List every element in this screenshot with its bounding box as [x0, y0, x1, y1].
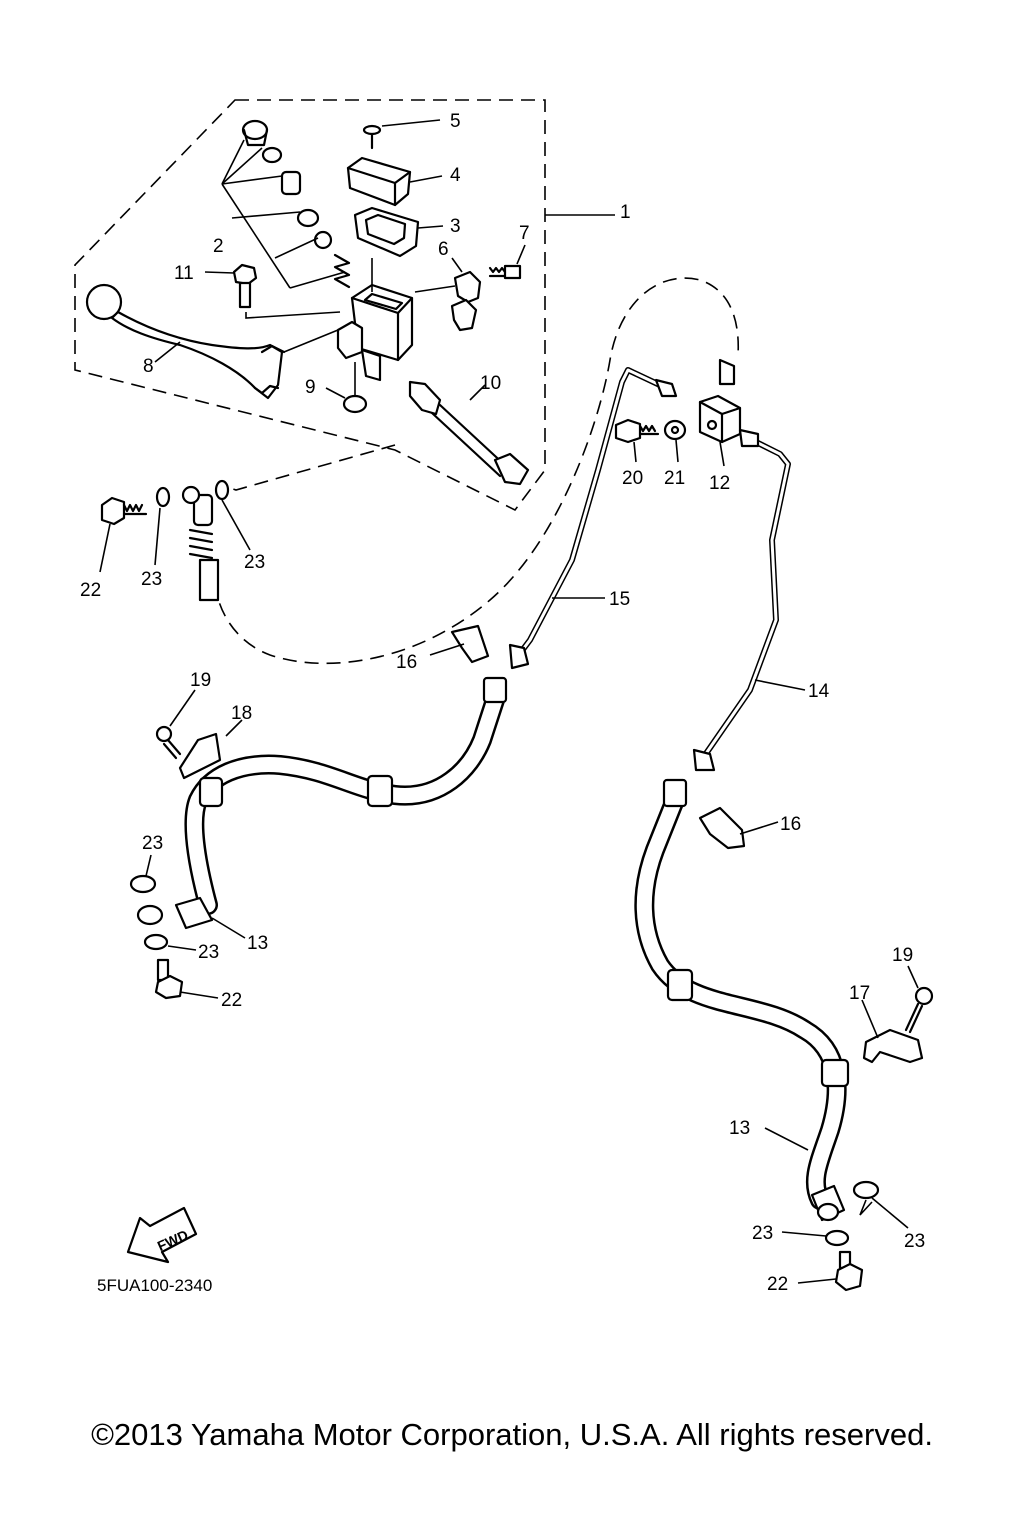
left-brake-hose: [136, 676, 508, 939]
hose-clamp-lower: [698, 806, 779, 850]
joint-bolt: [614, 418, 660, 463]
bracket-bolt-19: [155, 689, 196, 760]
callout-2: 2: [213, 236, 224, 257]
cap-screw: [362, 119, 441, 150]
copyright-notice: ©2013 Yamaha Motor Corporation, U.S.A. A…: [91, 1417, 933, 1452]
diagram-code: 5FUA100-2340: [97, 1276, 212, 1295]
callout-19-b: 19: [892, 945, 913, 966]
callout-19-a: 19: [190, 670, 211, 691]
brake-joint: [698, 394, 742, 467]
master-cylinder-body: [336, 258, 414, 382]
bracket-bolt-19-right: [904, 965, 934, 1034]
callout-10: 10: [480, 373, 501, 394]
callout-14: 14: [808, 681, 830, 702]
callout-12: 12: [709, 473, 730, 494]
brake-switch: [408, 380, 530, 486]
callout-8: 8: [143, 356, 154, 377]
union-bolt-top: [99, 496, 148, 573]
callout-22-b: 22: [221, 990, 242, 1011]
callout-7: 7: [519, 223, 530, 244]
callout-13-a: 13: [247, 933, 268, 954]
callout-23-a: 23: [244, 552, 265, 573]
brake-pipe-15: [508, 358, 736, 670]
hose-bracket-17: [861, 999, 924, 1064]
right-brake-hose: [634, 778, 850, 1222]
piston-kit: [221, 119, 351, 289]
callout-4: 4: [450, 165, 461, 186]
callout-11: 11: [174, 263, 194, 284]
lever-nut: [325, 362, 368, 414]
callout-20: 20: [622, 468, 643, 489]
forward-arrow-icon: FWD: [126, 1206, 198, 1264]
callout-16-b: 16: [780, 814, 801, 835]
callout-17: 17: [849, 983, 870, 1004]
callout-15: 15: [609, 589, 630, 610]
callout-23-f: 23: [904, 1231, 925, 1252]
clamp-holder: [414, 257, 482, 332]
diaphragm: [353, 206, 444, 258]
callout-23-b: 23: [141, 569, 162, 590]
reservoir-cap: [346, 156, 443, 207]
brake-lever: [85, 283, 339, 400]
left-hose-parts: [129, 854, 219, 1000]
right-hose-parts: [781, 1180, 909, 1292]
callout-5: 5: [450, 111, 461, 132]
callout-21: 21: [664, 468, 685, 489]
callout-3: 3: [450, 216, 461, 237]
assembly-outline: [74, 99, 546, 512]
brake-pipe-14: [692, 428, 806, 772]
callout-23-e: 23: [752, 1223, 773, 1244]
pivot-bolt: [204, 263, 341, 319]
callout-22-a: 22: [80, 580, 101, 601]
joint-washer: [663, 419, 687, 463]
hose-bracket-18: [178, 719, 243, 780]
hose-clamp-upper: [429, 624, 490, 664]
callout-1: 1: [620, 202, 631, 223]
holder-bolt: [488, 244, 526, 280]
callout-23-c: 23: [142, 833, 163, 854]
callout-6: 6: [438, 239, 449, 260]
callout-13-b: 13: [729, 1118, 750, 1139]
callout-16-a: 16: [396, 652, 417, 673]
callout-22-c: 22: [767, 1274, 788, 1295]
main-brake-hose: [154, 277, 740, 665]
callout-9: 9: [305, 377, 316, 398]
callout-23-d: 23: [198, 942, 219, 963]
callout-18: 18: [231, 703, 252, 724]
